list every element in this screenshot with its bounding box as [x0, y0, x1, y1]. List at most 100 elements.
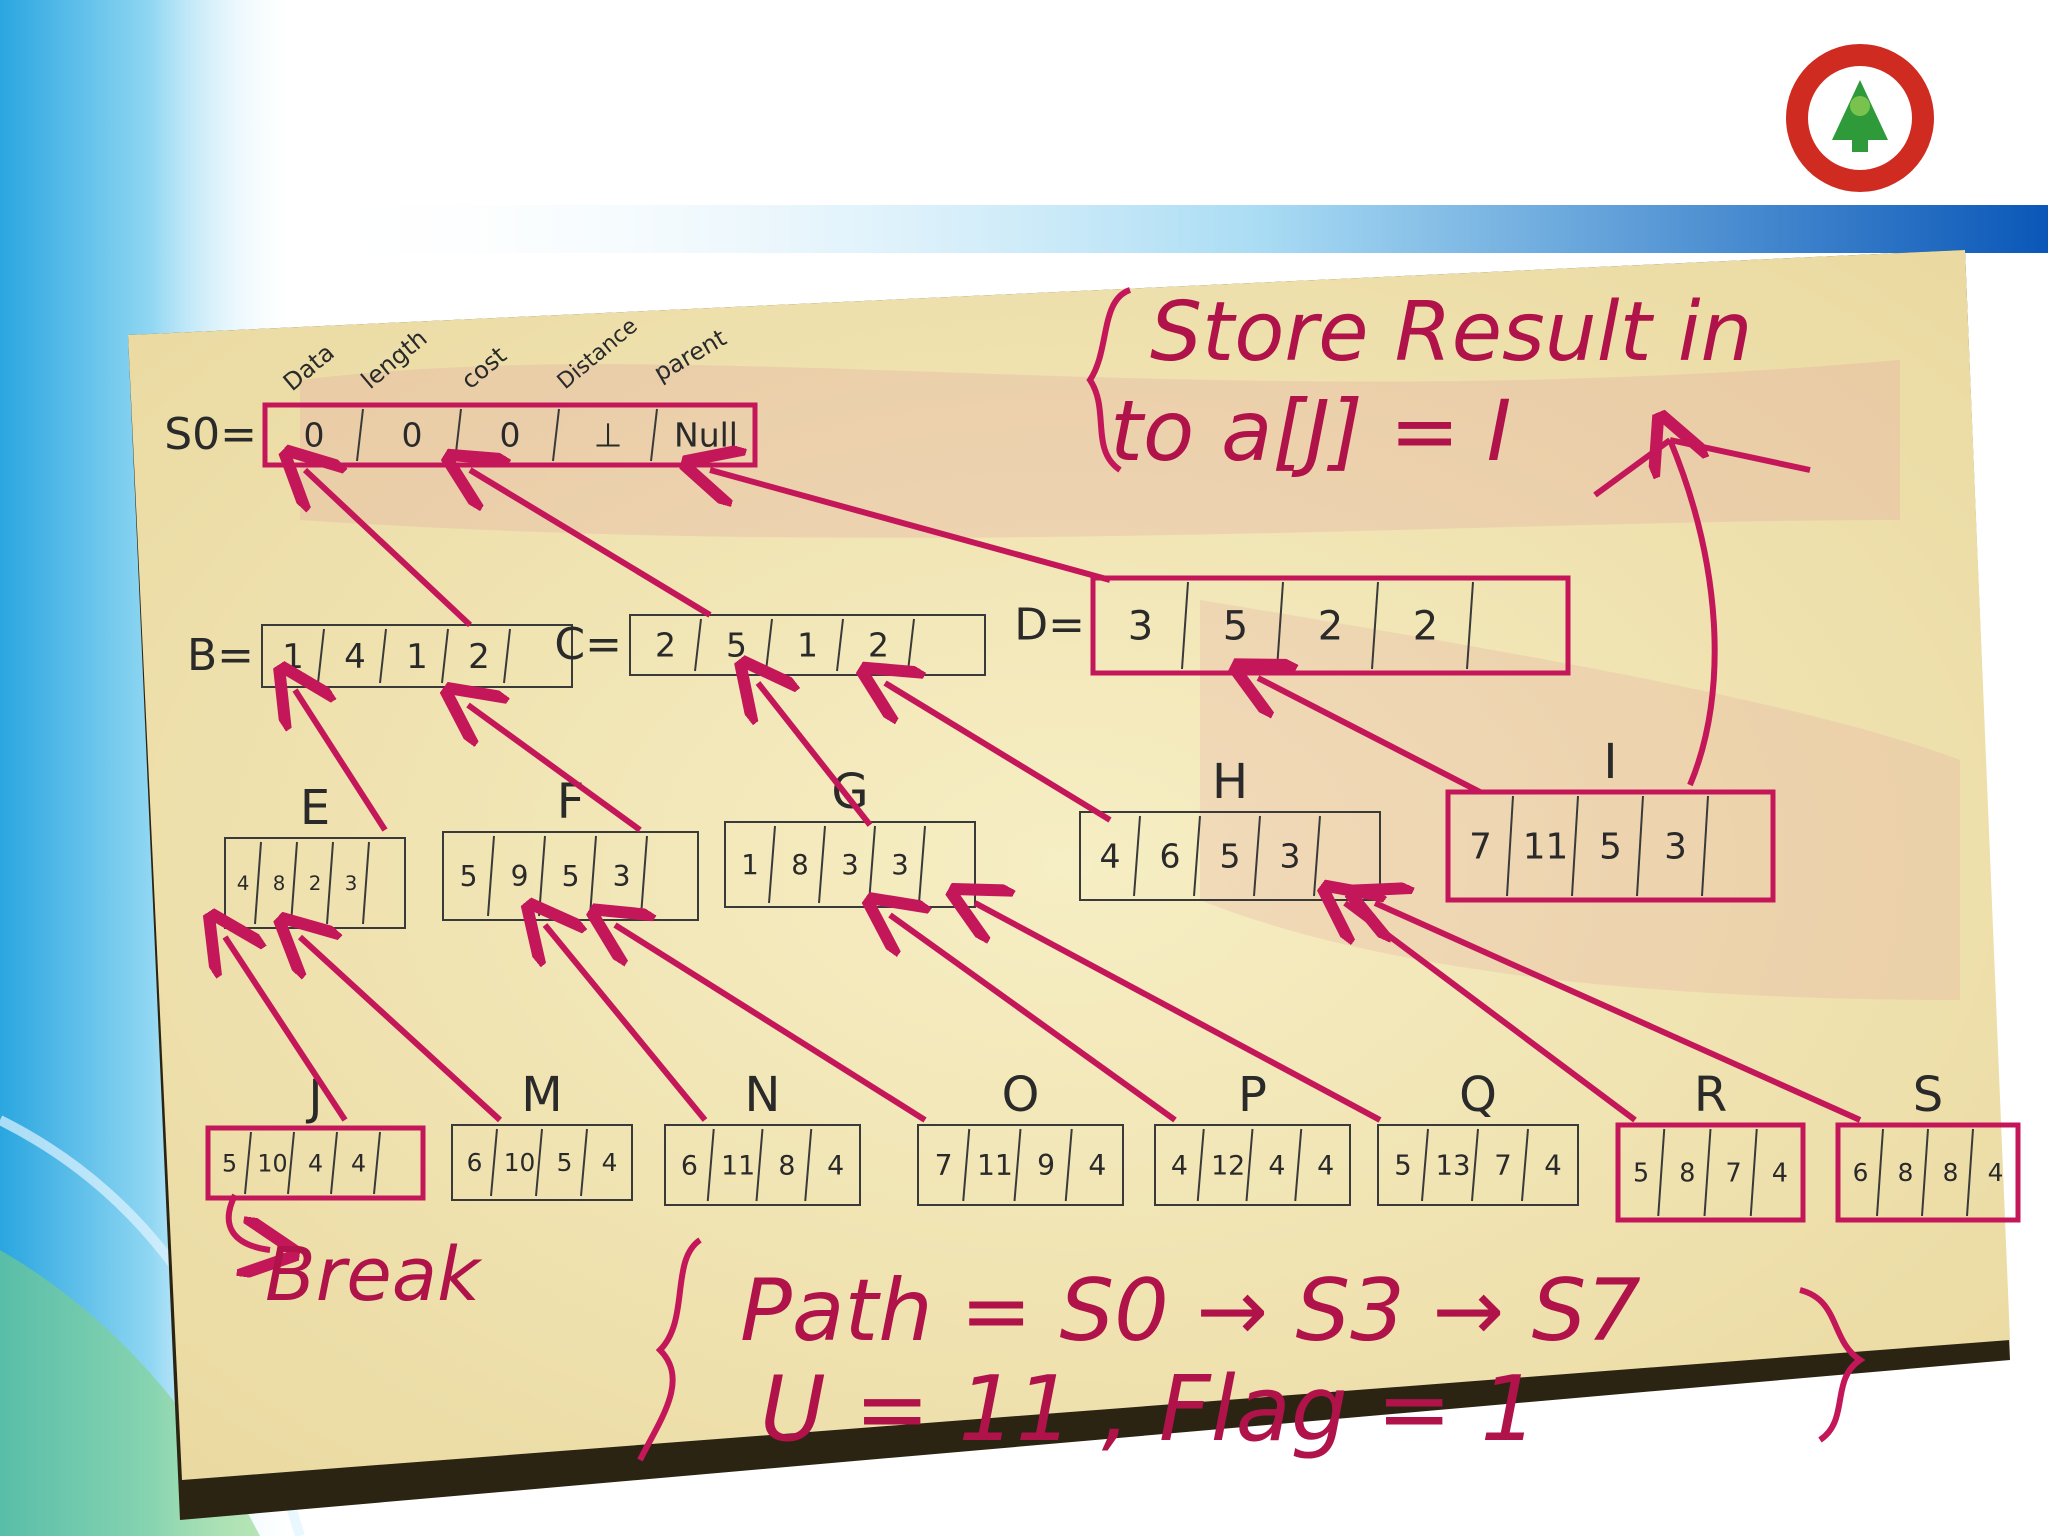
node-h-cell-0: 4 [1100, 837, 1121, 876]
node-b-cell-1: 4 [344, 637, 366, 677]
node-p-frame [1154, 1124, 1351, 1206]
node-r-cell-1: 8 [1679, 1157, 1695, 1187]
node-b-frame [261, 624, 573, 688]
cell-divider [1921, 1128, 1929, 1217]
node-j-cell-2: 4 [308, 1149, 323, 1177]
node-c-cell-3: 2 [868, 626, 889, 665]
node-s-cell-1: 8 [1898, 1158, 1914, 1187]
node-s0-cell-1: 0 [402, 416, 423, 455]
tree-arrows [225, 440, 1862, 1250]
cell-divider [1506, 795, 1514, 897]
node-d-frame [1090, 575, 1571, 676]
node-f-cell-2: 5 [562, 860, 580, 893]
node-c-cell-0: 2 [655, 626, 676, 665]
cell-divider [287, 1131, 295, 1195]
cell-divider [768, 825, 776, 904]
node-p-cell-1: 12 [1211, 1150, 1245, 1181]
node-d-cell-1: 5 [1223, 604, 1248, 650]
node-n-label: N [745, 1067, 781, 1123]
arrow-d-to-s0 [710, 470, 1111, 583]
store-result-line2: to a[J] = I [1110, 382, 1511, 480]
cell-divider [1013, 1128, 1022, 1202]
node-m-frame [451, 1124, 633, 1201]
cell-divider [755, 1128, 764, 1202]
node-j-cell-3: 4 [351, 1149, 366, 1177]
institute-logo [1782, 40, 1938, 196]
cell-divider [535, 1128, 543, 1197]
node-m-cell-3: 4 [602, 1148, 618, 1177]
store-result-line1: Store Result in [1150, 285, 1752, 380]
node-q-cell-1: 13 [1436, 1150, 1471, 1182]
arrow-m-to-e [300, 937, 503, 1123]
arrow-e-to-b [295, 690, 388, 832]
arrow-j-to-e [225, 937, 348, 1122]
node-b-label: B= [187, 630, 254, 681]
cell-divider [580, 1128, 588, 1197]
arrow-o-to-f [615, 925, 927, 1123]
node-g-cell-3: 3 [891, 849, 909, 881]
cell-divider [379, 628, 387, 684]
cell-divider [552, 408, 560, 462]
path-line1: Path = S0 → S3 → S7 [740, 1261, 1641, 1361]
node-i-cell-1: 11 [1523, 827, 1569, 868]
arrow-i-to-d [1258, 678, 1482, 795]
node-o-cell-0: 7 [935, 1149, 953, 1182]
node-b-cell-3: 2 [468, 637, 490, 677]
store-result-note: Store Result in to a[J] = I [1086, 285, 1752, 480]
node-s-cell-2: 8 [1943, 1158, 1959, 1187]
node-e-label: E [300, 780, 330, 836]
node-i-cell-2: 5 [1599, 827, 1622, 868]
node-e-cell-0: 4 [237, 872, 250, 895]
node-m-label: M [521, 1067, 562, 1123]
node-c-frame [629, 614, 986, 676]
cell-divider [694, 618, 702, 672]
cell-divider [1064, 1128, 1073, 1202]
cell-divider [503, 628, 511, 684]
path-line2: U = 11 , Flag = 1 [760, 1357, 1538, 1462]
cell-divider [1193, 815, 1201, 897]
node-m-cell-1: 10 [504, 1148, 536, 1177]
arrow-g-to-c [758, 683, 873, 827]
break-label: Break [265, 1232, 483, 1318]
node-h-cell-3: 3 [1280, 837, 1301, 876]
cell-divider [1636, 795, 1644, 897]
cell-divider [487, 835, 495, 917]
cell-divider [804, 1128, 813, 1202]
node-e-cell-2: 2 [309, 872, 322, 895]
cell-divider [962, 1128, 971, 1202]
cell-divider [818, 825, 826, 904]
node-b-cell-2: 1 [406, 637, 428, 677]
cell-divider [1703, 1128, 1712, 1217]
node-p-cell-3: 4 [1317, 1150, 1334, 1181]
node-s0-cell-2: 0 [500, 416, 521, 455]
arrow-s-to-h [1375, 903, 1862, 1123]
node-f-cell-3: 3 [613, 860, 631, 893]
cell-divider [1749, 1128, 1758, 1217]
node-h-frame [1079, 811, 1381, 901]
node-m-cell-2: 5 [557, 1148, 573, 1177]
node-j-frame [205, 1125, 426, 1201]
node-g-cell-2: 3 [841, 849, 859, 881]
node-g-frame [724, 821, 976, 908]
header-banner [300, 205, 2048, 253]
cell-divider [706, 1128, 715, 1202]
node-q-cell-3: 4 [1544, 1150, 1562, 1182]
node-j-cell-1: 10 [257, 1149, 287, 1177]
arrow-q-to-g [975, 903, 1382, 1123]
node-o-frame [917, 1124, 1124, 1206]
cell-divider [330, 1131, 338, 1195]
arrow-b-to-s0 [305, 470, 473, 628]
node-s0-cell-4: Null [674, 416, 738, 455]
node-p-label: P [1238, 1067, 1267, 1123]
node-h-cell-1: 6 [1160, 837, 1181, 876]
node-j-cell-0: 5 [222, 1149, 237, 1177]
node-p-cell-2: 4 [1268, 1150, 1285, 1181]
cell-divider [1421, 1128, 1429, 1202]
node-c-label: C= [554, 619, 622, 670]
